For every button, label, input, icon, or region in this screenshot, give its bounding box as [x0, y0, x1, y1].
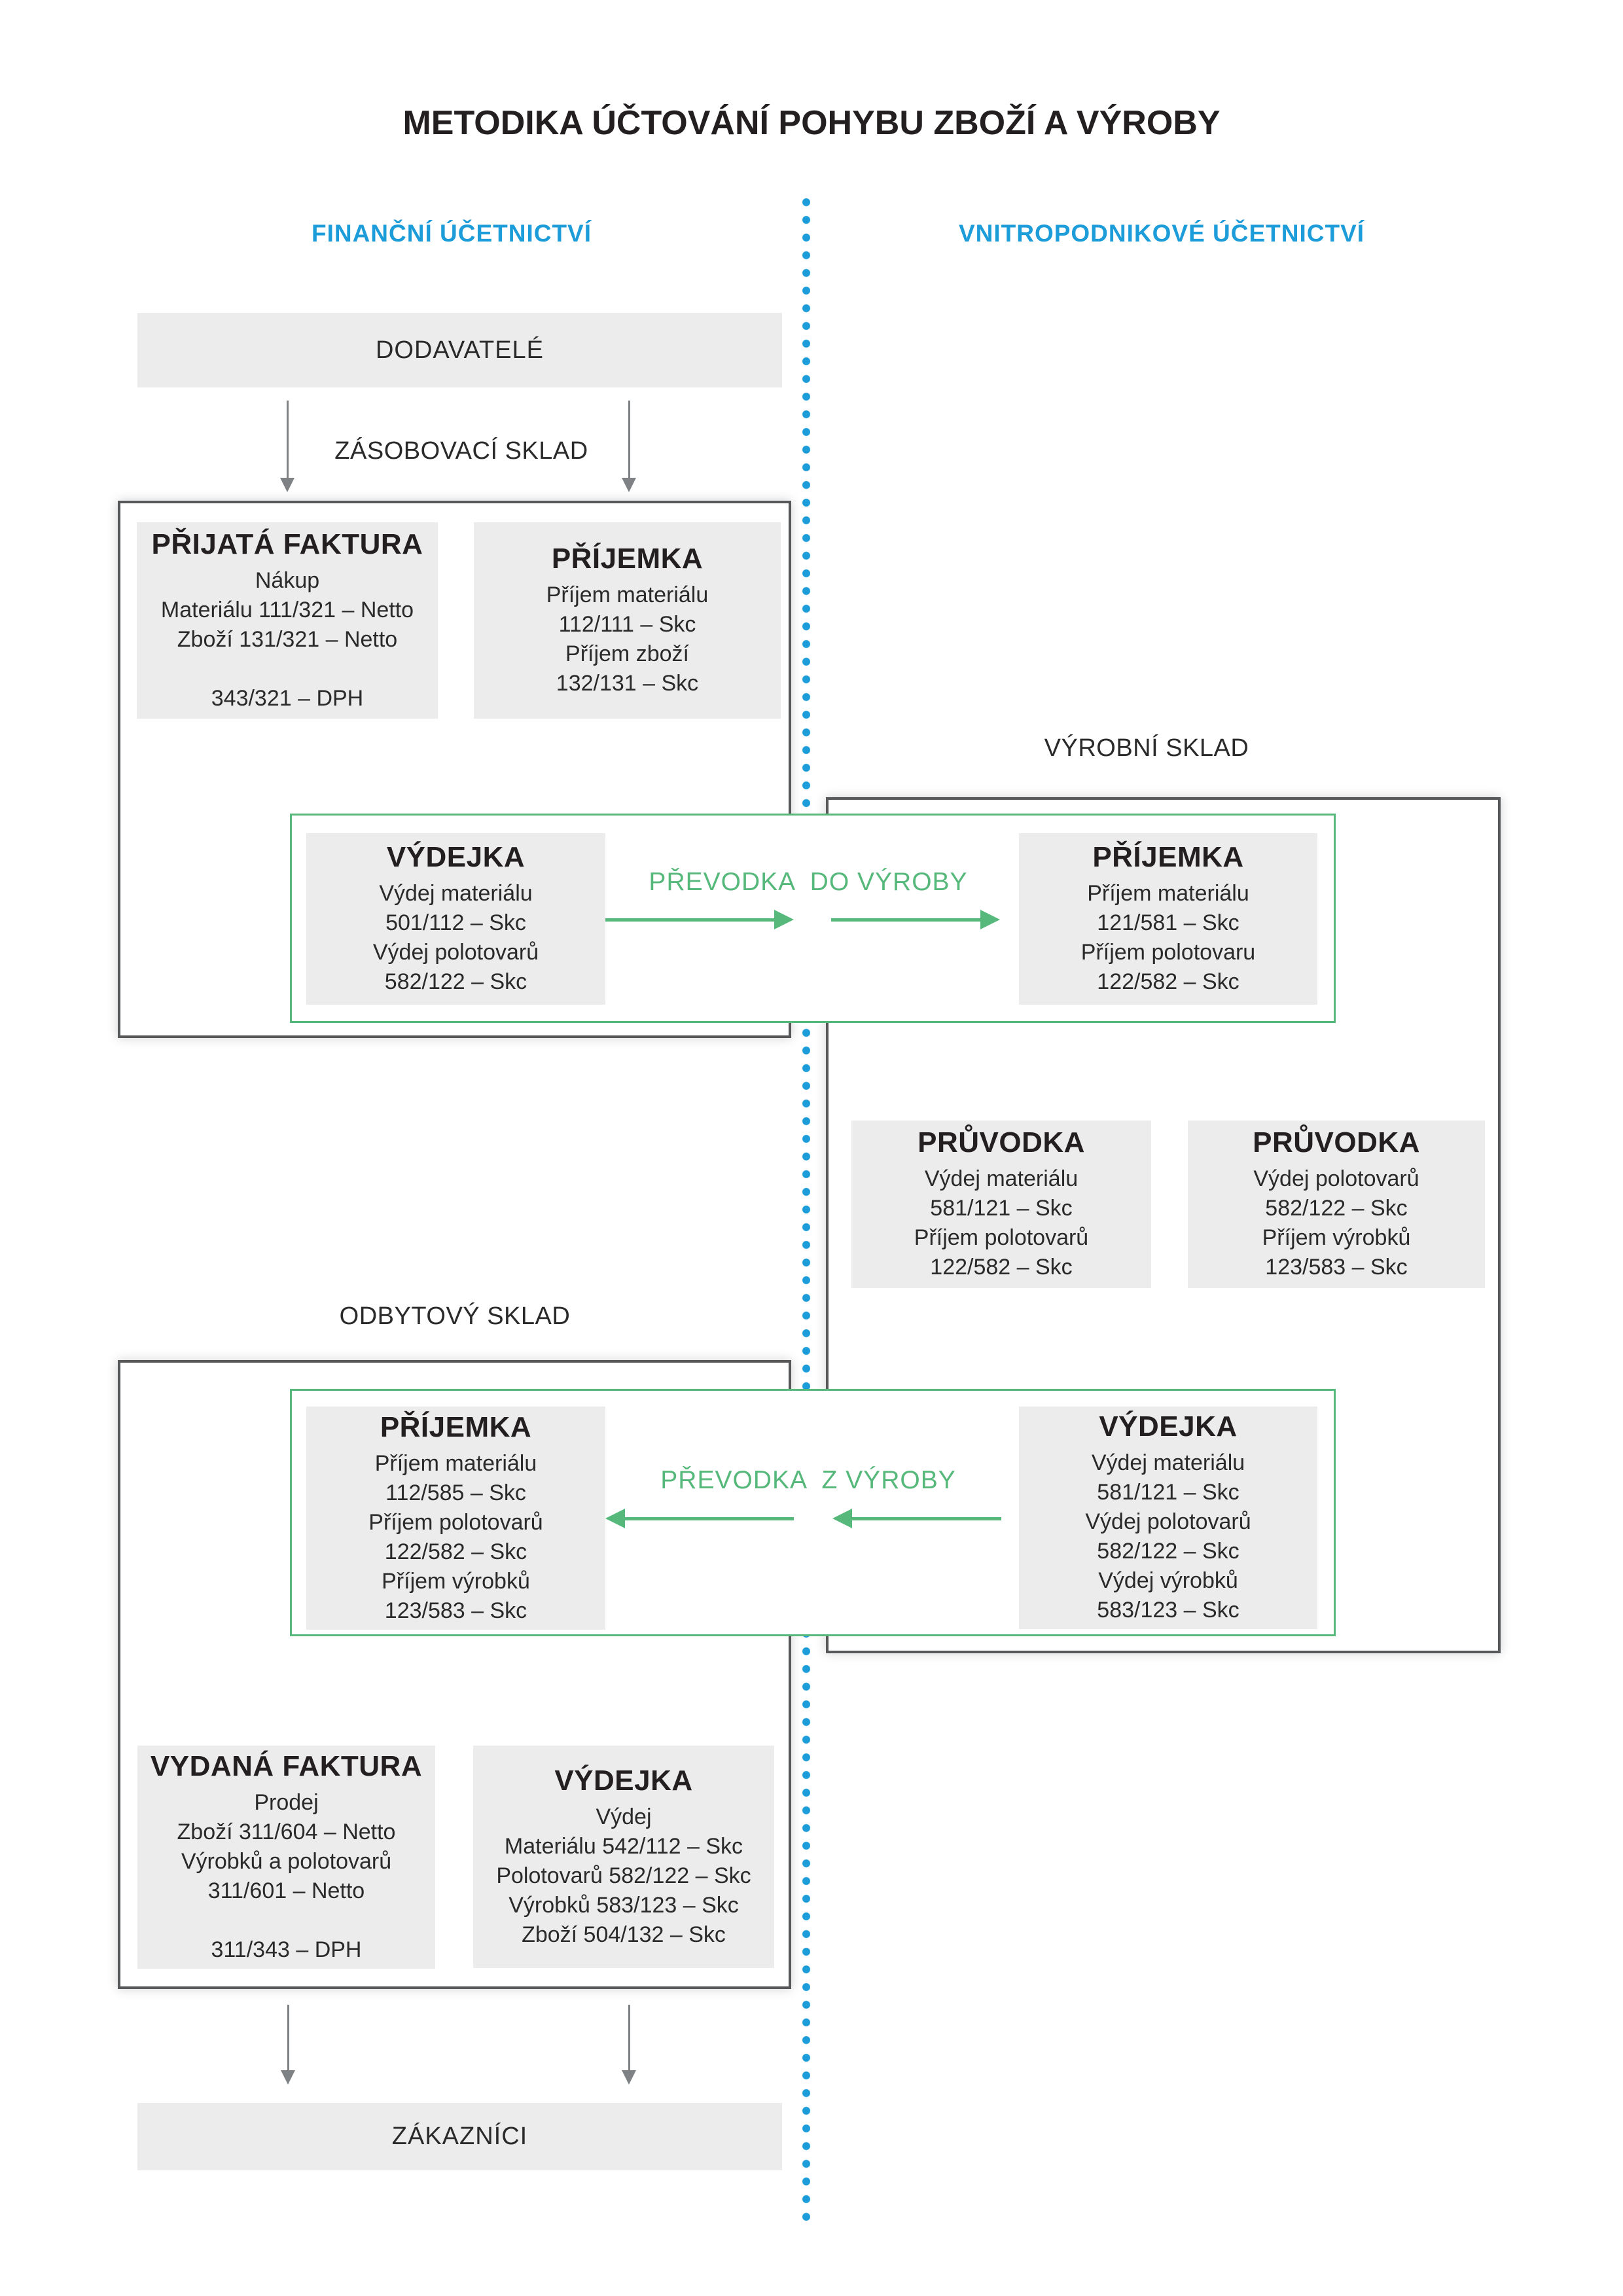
card-issue-supply: VÝDEJKA Výdej materiálu 501/112 – Skc Vý… [306, 833, 605, 1005]
card-title: VÝDEJKA [554, 1764, 693, 1797]
card-line: Příjem materiálu [374, 1450, 537, 1476]
card-line: 122/582 – Skc [1097, 969, 1240, 994]
card-line: Polotovarů 582/122 – Skc [496, 1863, 751, 1888]
card-line: Příjem polotovaru [1080, 940, 1256, 965]
transfer-to-production-label: PŘEVODKA DO VÝROBY [649, 868, 968, 896]
production-warehouse-box [826, 797, 1501, 1653]
card-receipt-production: PŘÍJEMKA Příjem materiálu 121/581 – Skc … [1019, 833, 1317, 1005]
card-line: Výrobků a polotovarů [181, 1848, 392, 1874]
supplier-node: DODAVATELÉ [137, 313, 782, 387]
card-receipt-sales: PŘÍJEMKA Příjem materiálu 112/585 – Skc … [306, 1407, 605, 1630]
card-line: Příjem materiálu [546, 583, 709, 607]
dotted-divider-line [802, 194, 810, 2223]
card-line: Výdej [596, 1804, 652, 1829]
card-line [137, 1906, 435, 1935]
down-arrow-icon [281, 2005, 295, 2085]
card-line [137, 655, 438, 684]
card-received-invoice: PŘIJATÁ FAKTURA Nákup Materiálu 111/321 … [137, 522, 438, 719]
card-title: PŘÍJEMKA [551, 543, 704, 575]
card-line: 123/583 – Skc [384, 1598, 527, 1623]
customer-node: ZÁKAZNÍCI [137, 2103, 782, 2170]
card-title: VÝDEJKA [386, 841, 526, 873]
card-title: VÝDEJKA [1099, 1410, 1238, 1443]
card-line: 581/121 – Skc [1097, 1480, 1240, 1505]
card-line: 582/122 – Skc [384, 969, 527, 994]
sales-warehouse-box [118, 1360, 791, 1989]
card-routing-slip-material: PRŮVODKA Výdej materiálu 581/121 – Skc P… [851, 1121, 1151, 1288]
down-arrow-icon [622, 2005, 636, 2085]
card-line: 311/601 – Netto [207, 1878, 365, 1903]
card-line: Příjem výrobků [382, 1568, 530, 1594]
card-line: Zboží 311/604 – Netto [177, 1819, 396, 1844]
card-line: Výrobků 583/123 – Skc [508, 1892, 739, 1918]
zone-label-production-warehouse: VÝROBNÍ SKLAD [1044, 734, 1249, 762]
card-title: PŘIJATÁ FAKTURA [151, 528, 423, 560]
card-line: Příjem polotovarů [914, 1225, 1089, 1250]
card-line: Výdej polotovarů [372, 940, 539, 965]
card-line: Zboží 504/132 – Skc [522, 1922, 726, 1947]
card-issued-invoice: VYDANÁ FAKTURA Prodej Zboží 311/604 – Ne… [137, 1746, 435, 1969]
card-issue-sales: VÝDEJKA Výdej Materiálu 542/112 – Skc Po… [473, 1746, 774, 1968]
column-header-internal: VNITROPODNIKOVÉ ÚČETNICTVÍ [958, 220, 1365, 247]
card-routing-slip-products: PRŮVODKA Výdej polotovarů 582/122 – Skc … [1188, 1121, 1485, 1288]
card-line: 122/582 – Skc [930, 1255, 1073, 1280]
down-arrow-icon [280, 401, 294, 492]
card-title: PRŮVODKA [918, 1126, 1085, 1158]
right-arrow-icon [831, 910, 1000, 929]
left-arrow-icon [832, 1509, 1001, 1528]
card-line: 132/131 – Skc [556, 671, 699, 696]
card-line: 123/583 – Skc [1265, 1255, 1408, 1280]
card-line: Výdej materiálu [379, 881, 533, 906]
card-title: VYDANÁ FAKTURA [150, 1749, 423, 1782]
card-line: 581/121 – Skc [930, 1196, 1073, 1221]
card-line: 501/112 – Skc [385, 910, 526, 935]
card-line: 583/123 – Skc [1097, 1598, 1240, 1623]
card-line: Materiálu 111/321 – Netto [160, 597, 414, 622]
card-line: Výdej materiálu [924, 1166, 1079, 1191]
zone-label-sales-warehouse: ODBYTOVÝ SKLAD [339, 1302, 571, 1330]
card-issue-production: VÝDEJKA Výdej materiálu 581/121 – Skc Vý… [1019, 1407, 1317, 1629]
card-line: Prodej [254, 1789, 319, 1815]
page-title: METODIKA ÚČTOVÁNÍ POHYBU ZBOŽÍ A VÝROBY [402, 104, 1221, 142]
card-line: Nákup [255, 567, 320, 593]
column-header-financial: FINANČNÍ ÚČETNICTVÍ [311, 220, 592, 247]
card-line: 122/582 – Skc [384, 1539, 527, 1564]
card-line: 582/122 – Skc [1097, 1539, 1240, 1564]
card-title: PŘÍJEMKA [380, 1410, 532, 1443]
down-arrow-icon [622, 401, 636, 492]
card-line: Příjem výrobků [1262, 1225, 1411, 1250]
card-receipt-supply: PŘÍJEMKA Příjem materiálu 112/111 – Skc … [474, 522, 781, 719]
card-line: 112/585 – Skc [385, 1480, 526, 1505]
card-line: Výdej polotovarů [1085, 1509, 1251, 1534]
right-arrow-icon [605, 910, 794, 929]
left-arrow-icon [605, 1509, 794, 1528]
transfer-from-production-label: PŘEVODKA Z VÝROBY [660, 1466, 956, 1494]
card-line: Výdej výrobků [1098, 1568, 1238, 1593]
card-line: Příjem polotovarů [368, 1509, 543, 1535]
supply-warehouse-box [118, 501, 791, 1038]
card-line: 343/321 – DPH [211, 685, 364, 711]
card-title: PŘÍJEMKA [1092, 841, 1244, 873]
card-line: 112/111 – Skc [558, 612, 696, 637]
card-line: 311/343 – DPH [211, 1937, 362, 1962]
card-line: 582/122 – Skc [1265, 1196, 1408, 1221]
card-line: Materiálu 542/112 – Skc [504, 1833, 743, 1859]
card-line: 121/581 – Skc [1097, 910, 1240, 935]
card-line: Zboží 131/321 – Netto [177, 626, 398, 652]
card-line: Příjem materiálu [1087, 881, 1249, 906]
card-line: Příjem zboží [565, 641, 689, 666]
card-line: Výdej materiálu [1091, 1450, 1245, 1475]
card-title: PRŮVODKA [1253, 1126, 1420, 1158]
zone-label-supply-warehouse: ZÁSOBOVACÍ SKLAD [334, 437, 588, 465]
card-line: Výdej polotovarů [1253, 1166, 1419, 1191]
